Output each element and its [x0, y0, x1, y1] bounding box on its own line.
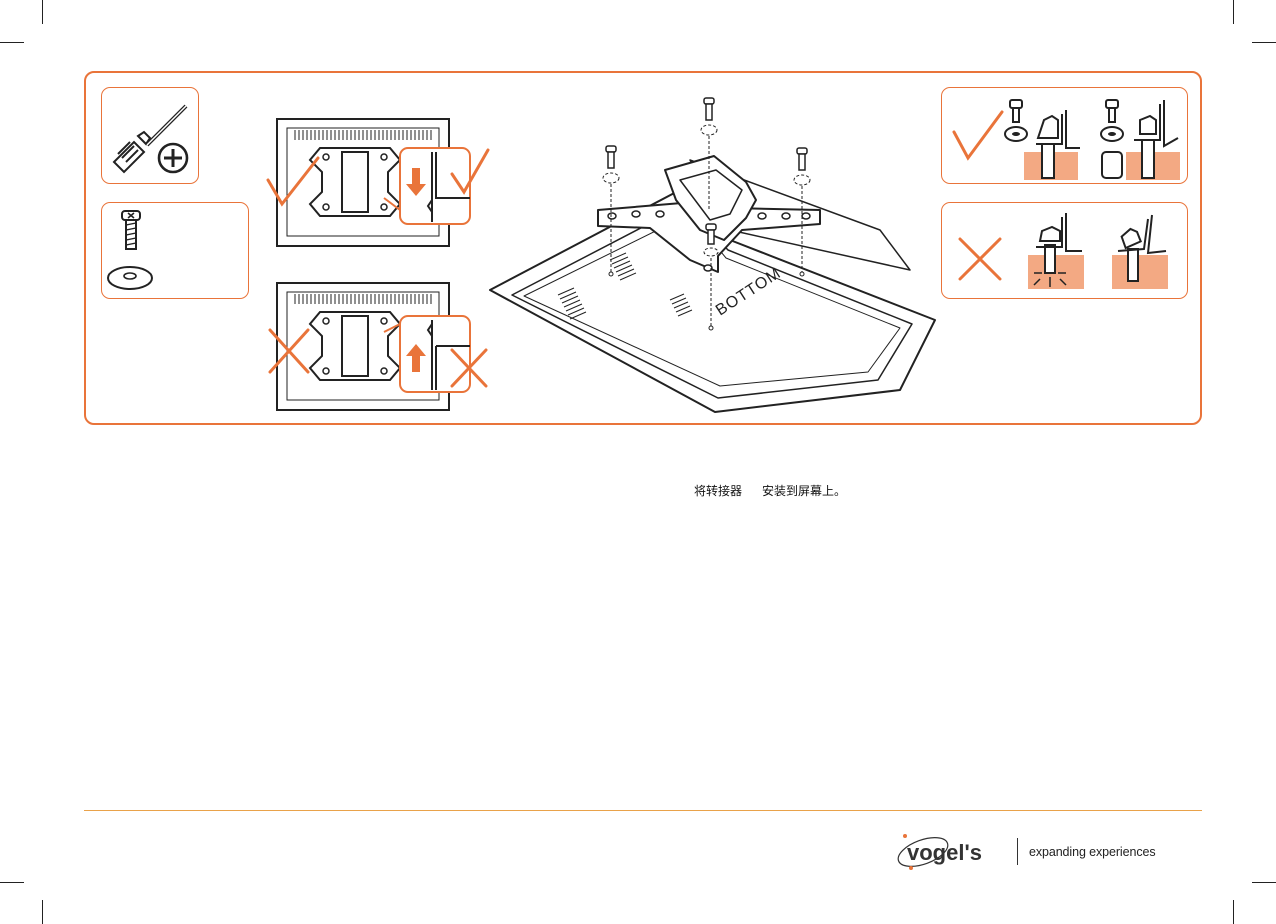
correct-washer-panel — [941, 87, 1188, 184]
crop-mark — [1252, 882, 1276, 883]
brand-tagline: expanding experiences — [1029, 845, 1155, 859]
parts-panel — [101, 202, 249, 299]
instruction-caption-part1: 将转接器 — [694, 484, 742, 498]
vogels-logo: vogel's — [893, 830, 1009, 874]
washer-icon — [104, 263, 156, 293]
crop-mark — [0, 882, 24, 883]
cross-mark-icon — [956, 235, 1004, 283]
logo-divider — [1017, 838, 1018, 865]
crop-mark — [1252, 42, 1276, 43]
mount-orientation-diagrams — [260, 110, 500, 420]
crop-mark — [42, 0, 43, 24]
screw-icon — [116, 209, 146, 253]
tools-panel — [101, 87, 199, 184]
logo-wordmark: vogel's — [907, 840, 982, 865]
crop-mark — [42, 900, 43, 924]
tv-back-with-adapter-diagram: BOTTOM — [480, 90, 940, 420]
wrong-mount-diagram — [1026, 209, 1186, 295]
washer-usage-diagram — [1002, 94, 1186, 180]
crop-mark — [1233, 0, 1234, 24]
crop-mark — [0, 42, 24, 43]
incorrect-washer-panel — [941, 202, 1188, 299]
crop-mark — [1233, 900, 1234, 924]
footer-rule — [84, 810, 1202, 811]
instruction-caption-part2: 安装到屏幕上。 — [762, 484, 846, 498]
check-mark-icon — [948, 108, 1008, 164]
phillips-head-icon — [155, 140, 191, 176]
